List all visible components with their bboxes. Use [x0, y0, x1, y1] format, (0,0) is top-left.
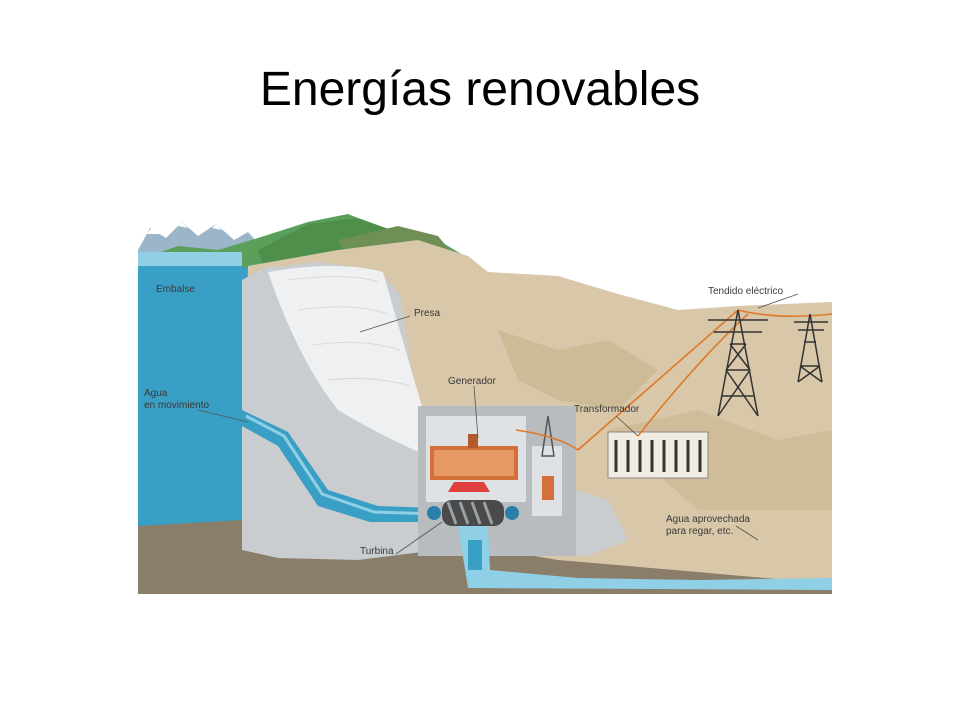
label-aprovechada-line2: para regar, etc.	[666, 526, 733, 537]
pylon-1	[708, 309, 768, 417]
label-embalse: Embalse	[156, 284, 195, 295]
reservoir-water	[138, 252, 248, 594]
label-aprovechada-line1: Agua aprovechada	[666, 514, 750, 525]
label-presa: Presa	[414, 308, 441, 319]
hydroelectric-dam-diagram: Embalse Agua en movimiento Presa Generad…	[138, 210, 832, 594]
tailrace-water	[458, 526, 832, 590]
label-transformador: Transformador	[574, 404, 640, 415]
label-turbina: Turbina	[360, 546, 394, 557]
substation	[607, 431, 709, 479]
label-agua-line1: Agua	[144, 388, 168, 399]
label-tendido: Tendido eléctrico	[708, 286, 783, 297]
power-lines	[515, 309, 832, 451]
generator	[430, 434, 518, 492]
penstock	[242, 410, 438, 522]
label-generador: Generador	[448, 376, 496, 387]
slide-title: Energías renovables	[259, 63, 701, 116]
label-agua-line2: en movimiento	[144, 400, 209, 411]
turbine	[427, 500, 519, 526]
leader-lines	[197, 293, 799, 555]
pylon-2	[794, 313, 828, 383]
